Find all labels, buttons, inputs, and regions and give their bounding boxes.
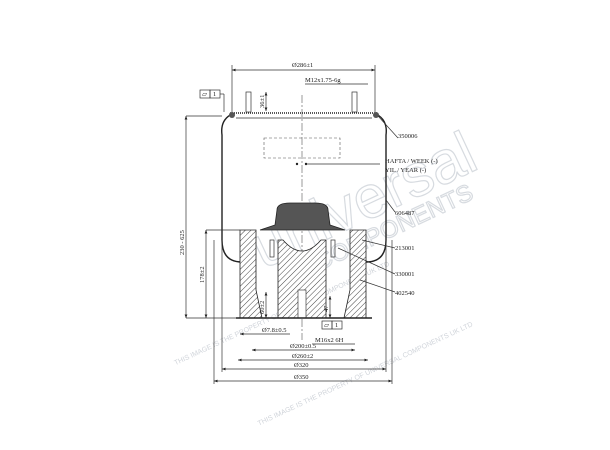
- piston-left-wall: [239, 229, 263, 319]
- dim-bolt-circle: Ø200±0.5: [290, 343, 316, 350]
- dim-hole-depth: 60±2: [259, 301, 266, 314]
- flatness-value-top: 1: [213, 91, 216, 98]
- label-area: [263, 137, 341, 159]
- flatness-symbol-bottom: ▱: [324, 322, 330, 329]
- part-label-330001: 330001: [395, 271, 415, 278]
- dim-overall-height: 230 - 625: [179, 230, 186, 255]
- flatness-symbol-top: ▱: [202, 91, 208, 98]
- dim-350: Ø350: [294, 374, 308, 381]
- leader-line: [377, 115, 399, 139]
- bump-stop: [259, 202, 346, 231]
- bolt-right: [330, 239, 336, 258]
- marking-year: YIL / YEAR (-): [385, 167, 426, 174]
- dim-top-diameter: Ø286±1: [292, 62, 313, 69]
- dim-piston-height: 178±2: [199, 266, 206, 283]
- dim-thread-top: M12x1.75-6g: [305, 77, 341, 84]
- marking-week: HAFTA / WEEK (-): [385, 158, 438, 165]
- leader-line: [361, 239, 396, 249]
- part-label-213001: 213001: [395, 245, 415, 252]
- dim-hole-diameter: Ø7.8±0.5: [262, 327, 287, 334]
- part-label-402540: 402540: [395, 290, 415, 297]
- dim-stud-height: 36±1: [259, 95, 266, 108]
- marking-dot: [304, 162, 308, 166]
- leader-line: [359, 279, 396, 293]
- stud-left: [245, 91, 252, 113]
- dim-base-diameter: Ø260±2: [292, 353, 313, 360]
- bead-right: [373, 112, 379, 118]
- bead-left: [229, 112, 235, 118]
- dim-thread-bottom: M16x2 6H: [315, 337, 344, 344]
- flatness-box-bottom-value: [331, 320, 343, 330]
- flatness-value-bottom: 1: [335, 322, 338, 329]
- threaded-hole: [297, 289, 307, 319]
- watermark-notice-2: THIS IMAGE IS THE PROPERTY OF UNIVERSAL …: [257, 321, 474, 427]
- stud-right: [351, 91, 358, 113]
- marking-dot: [295, 162, 299, 166]
- part-label-350006: 350006: [398, 133, 418, 140]
- leader-line: [337, 247, 396, 275]
- bolt-left: [269, 239, 275, 258]
- part-label-606487: 606487: [395, 210, 415, 217]
- leader-line: [385, 199, 396, 213]
- dim-320: Ø320: [294, 362, 308, 369]
- dim-thread-depth: 47: [323, 305, 330, 312]
